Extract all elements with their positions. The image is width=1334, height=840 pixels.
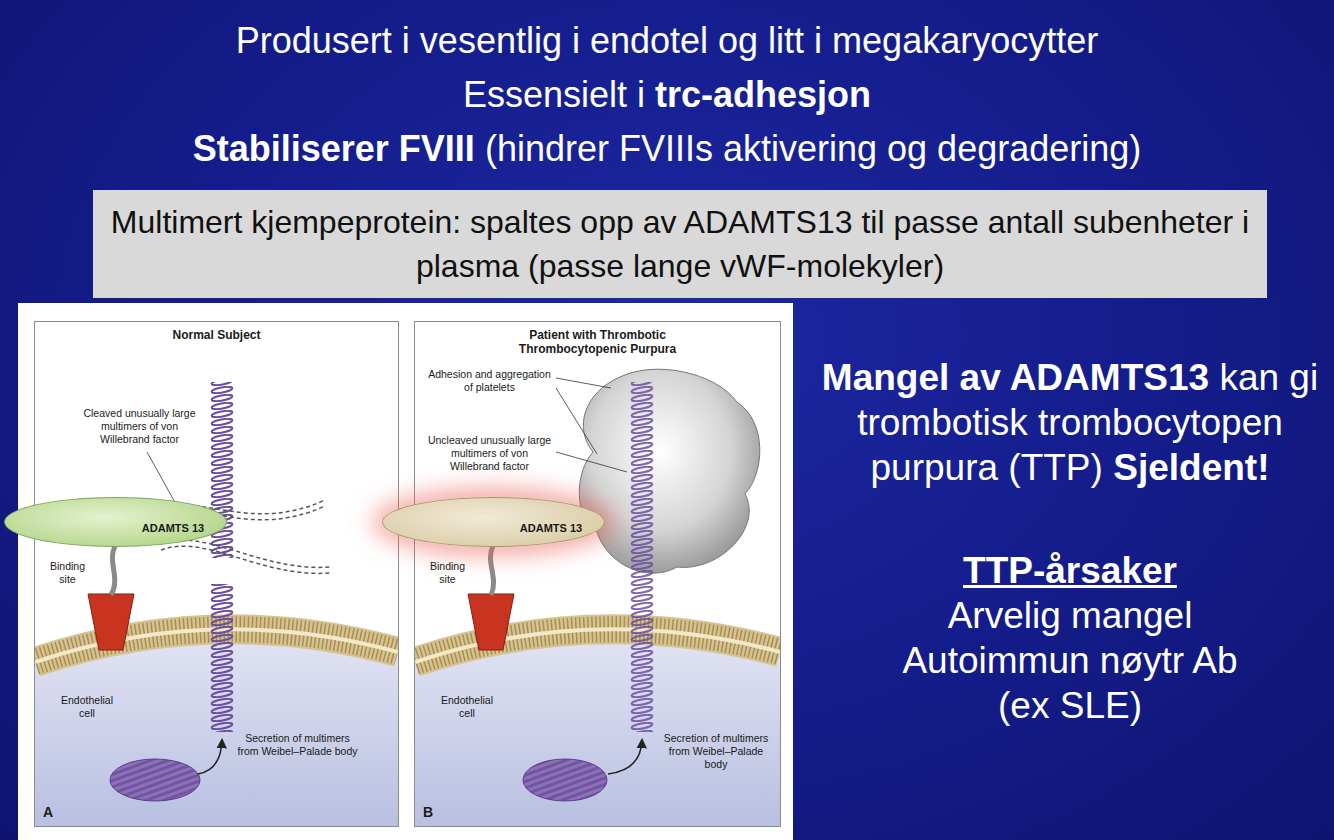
panel-letter: B <box>423 804 447 820</box>
label-holder: Binding site <box>425 560 470 586</box>
cell-membrane <box>415 629 780 662</box>
slide-text: Essensielt i <box>463 74 645 115</box>
node-text: Multimert kjempeprotein: spaltes opp av … <box>109 200 1251 288</box>
secretion-arrow <box>198 740 222 774</box>
list-item: (ex SLE) <box>809 683 1331 728</box>
weibel-palade-stripes <box>110 759 200 801</box>
weibel-palade-body <box>110 759 200 801</box>
label-holder: Endothelial cell <box>57 694 117 720</box>
text-holder: Patient with Thrombotic Thrombocytopenic… <box>493 328 703 356</box>
figure-label: Uncleaved unusually large multimers of v… <box>427 434 552 473</box>
list-item: Arvelig mangel <box>809 593 1331 638</box>
figure-label: Cleaved unusually large multimers of von… <box>77 407 202 446</box>
label-holder: B <box>423 804 447 820</box>
vwf-multimer <box>630 382 654 732</box>
endothelial-cell <box>415 629 780 826</box>
figure-label: Secretion of multimers from Weibel–Palad… <box>657 732 775 771</box>
figure-label: Endothelial cell <box>57 694 117 720</box>
slide-text: (hindrer FVIIIs aktivering og degraderin… <box>485 128 1141 169</box>
label-holder: Endothelial cell <box>437 694 497 720</box>
node-text: Patient with Thrombotic Thrombocytopenic… <box>493 328 703 356</box>
figure-panel: Patient with Thrombotic Thrombocytopenic… <box>415 322 780 826</box>
enzyme-ellipse: ADAMTS 13 <box>4 497 227 547</box>
node-text: Normal Subject <box>112 328 322 342</box>
binding-site <box>468 594 514 650</box>
list-item: TTP-årsaker <box>809 548 1331 593</box>
text-holder: ADAMTS 13 <box>446 522 656 535</box>
slide-text: trc-adhesjon <box>655 74 871 115</box>
slide-text: Mangel av ADAMTS13 <box>822 357 1209 398</box>
figure-label: Secretion of multimers from Weibel–Palad… <box>235 732 360 758</box>
membrane-core <box>415 629 780 662</box>
list-item: Autoimmun nøytr Ab <box>809 638 1331 683</box>
slide-title: Produsert i vesentlig i endotel og litt … <box>0 14 1334 68</box>
adamts13-stem <box>111 546 115 595</box>
figure-frame <box>18 303 793 840</box>
figure-label: Endothelial cell <box>437 694 497 720</box>
panel-ground <box>415 322 780 826</box>
label-holder: A <box>43 804 67 820</box>
slide-text: Sjeldent! <box>1113 447 1269 488</box>
panel-letter: A <box>43 804 67 820</box>
figure-label: Binding site <box>425 560 470 586</box>
binding-site <box>88 594 134 650</box>
label-holder: Uncleaved unusually large multimers of v… <box>427 434 552 473</box>
text-holder: Multimert kjempeprotein: spaltes opp av … <box>109 200 1251 288</box>
secretion-arrow <box>608 740 642 774</box>
label-holder: Adhesion and aggregation of platelets <box>427 368 552 394</box>
leader-lines <box>556 378 627 472</box>
node-text: ADAMTS 13 <box>68 522 278 535</box>
panel-ground <box>35 322 398 826</box>
panel-b-art <box>415 322 780 826</box>
definition-box: Multimert kjempeprotein: spaltes opp av … <box>93 190 1267 298</box>
weibel-palade-stripes <box>523 759 607 801</box>
cause-list: TTP-årsakerArvelig mangelAutoimmun nøytr… <box>809 548 1331 728</box>
label-holder: Secretion of multimers from Weibel–Palad… <box>235 732 360 758</box>
vwf-multimer <box>210 584 234 732</box>
platelet-aggregate <box>579 369 760 573</box>
slide-header: Produsert i vesentlig i endotel og litt … <box>0 14 1334 176</box>
figure-label: Binding site <box>45 560 90 586</box>
figure-panel: Normal SubjectADAMTS 13 Cleaved unusually… <box>35 322 398 826</box>
adamts13-stem <box>490 546 493 595</box>
label-holder: Cleaved unusually large multimers of von… <box>77 407 202 446</box>
slide-text: Stabiliserer FVIII <box>193 128 475 169</box>
label-holder: Binding site <box>45 560 90 586</box>
figure-label: Adhesion and aggregation of platelets <box>427 368 552 394</box>
enzyme-ellipse: ADAMTS 13 <box>382 497 605 547</box>
header-line: Essensielt itrc-adhesjon <box>0 68 1334 122</box>
text-holder: ADAMTS 13 <box>68 522 278 535</box>
membrane-lipids <box>415 629 780 662</box>
label-holder: Secretion of multimers from Weibel–Palad… <box>657 732 775 771</box>
header-line: Stabiliserer FVIII(hindrer FVIIIs aktive… <box>0 122 1334 176</box>
text-holder: Normal Subject <box>112 328 322 342</box>
note-paragraph: Mangel av ADAMTS13kan gi trombotisk trom… <box>809 355 1331 490</box>
node-text: ADAMTS 13 <box>446 522 656 535</box>
weibel-palade-body <box>523 759 607 801</box>
panel-a-art <box>35 322 398 826</box>
